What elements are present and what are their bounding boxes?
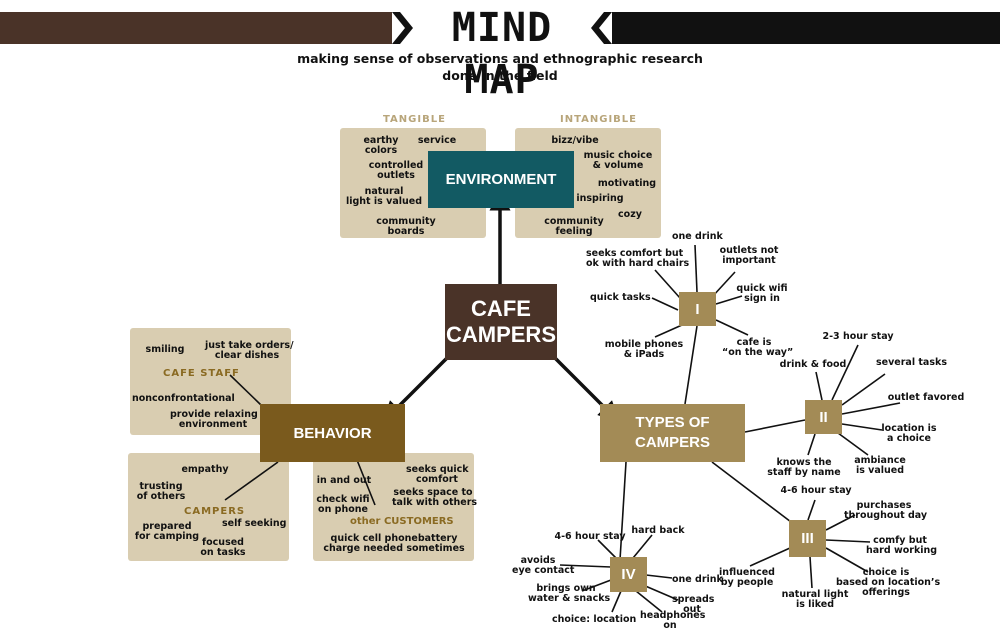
- type-ii-item: several tasks: [876, 357, 947, 368]
- types-label-line-2: CAMPERS: [634, 434, 710, 451]
- cafe-staff-item: nonconfrontational: [132, 393, 235, 404]
- type-i-item: cafe is“on the way”: [722, 337, 794, 358]
- campers-item: empathy: [181, 464, 229, 475]
- type-iii-node: III: [789, 520, 826, 557]
- types-of-campers-node: TYPES OF CAMPERS: [600, 404, 745, 462]
- type-ii-node: II: [805, 400, 842, 434]
- page-subtitle: making sense of observations and ethnogr…: [250, 50, 750, 84]
- intangible-item: inspiring: [576, 193, 624, 204]
- other-customers-heading: other CUSTOMERS: [350, 516, 454, 527]
- tangible-heading: TANGIBLE: [383, 114, 446, 125]
- center-label-line-1: CAFE: [471, 296, 531, 321]
- type-iv-label: IV: [621, 566, 636, 583]
- subtitle-line-1: making sense of observations and ethnogr…: [297, 51, 703, 66]
- type-i-item: mobile phones& iPads: [604, 339, 684, 360]
- type-ii-item: outlet favored: [887, 392, 965, 403]
- campers-item: self seeking: [222, 518, 287, 529]
- type-iv-item: 4-6 hour stay: [554, 531, 626, 542]
- type-ii-label: II: [819, 408, 828, 426]
- type-i-label: I: [695, 300, 700, 318]
- other-customers-item: in and out: [316, 475, 372, 486]
- type-iii-item: 4-6 hour stay: [780, 485, 852, 496]
- environment-node: ENVIRONMENT: [428, 151, 574, 208]
- type-iv-item: hard back: [631, 525, 685, 536]
- page-title: MIND MAP: [451, 5, 553, 103]
- type-iv-item: choice: location: [552, 614, 637, 625]
- header-bar-left: [0, 12, 392, 44]
- type-iv-item: one drink: [672, 574, 723, 585]
- behavior-label: BEHAVIOR: [293, 424, 372, 442]
- type-iii-label: III: [801, 530, 814, 547]
- subtitle-line-2: done in the field: [442, 68, 558, 83]
- center-node-cafe-campers: CAFE CAMPERS: [445, 284, 557, 360]
- cafe-staff-item: smiling: [145, 344, 185, 355]
- cafe-staff-item: just take orders/clear dishes: [205, 340, 294, 361]
- campers-panel: [128, 453, 289, 561]
- behavior-node: BEHAVIOR: [260, 404, 405, 462]
- other-customers-panel: [313, 453, 474, 561]
- intangible-item: motivating: [597, 178, 657, 189]
- intangible-item: music choice& volume: [583, 150, 653, 171]
- tangible-item: service: [417, 135, 457, 146]
- cafe-staff-heading: CAFE STAFF: [163, 368, 240, 379]
- type-ii-item: drink & food: [779, 359, 847, 370]
- environment-label: ENVIRONMENT: [445, 171, 557, 188]
- type-i-node: I: [679, 292, 716, 326]
- intangible-heading: INTANGIBLE: [560, 114, 637, 125]
- intangible-item: bizz/vibe: [551, 135, 599, 146]
- type-i-item: quick tasks: [590, 292, 651, 303]
- type-iv-node: IV: [610, 557, 647, 592]
- type-ii-item: 2-3 hour stay: [822, 331, 894, 342]
- type-i-item: one drink: [672, 231, 723, 242]
- types-label-line-1: TYPES OF: [635, 414, 710, 431]
- header-bar-right: [612, 12, 1000, 44]
- intangible-item: cozy: [618, 209, 642, 220]
- campers-heading: CAMPERS: [184, 506, 246, 517]
- center-label-line-2: CAMPERS: [445, 322, 556, 347]
